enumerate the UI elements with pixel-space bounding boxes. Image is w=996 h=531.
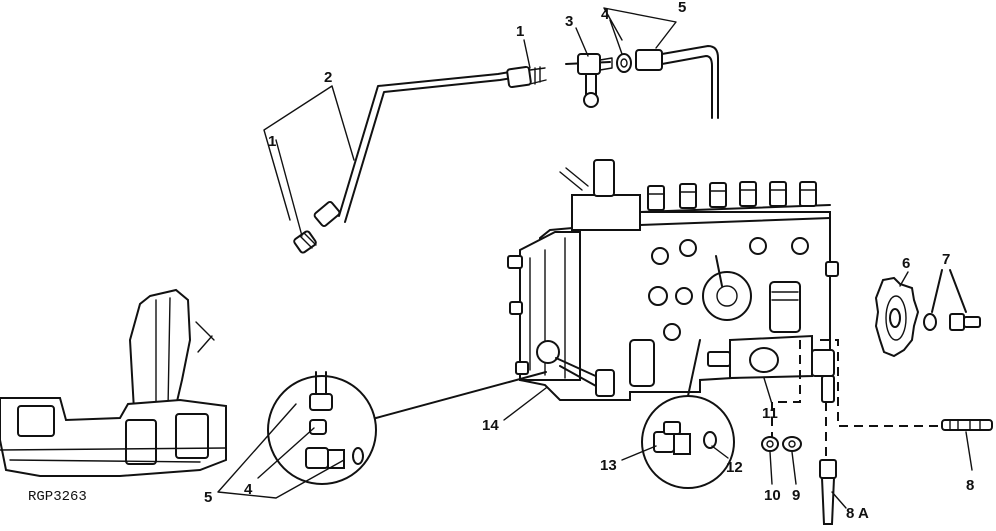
- return-line-part-5: [635, 45, 719, 119]
- pipe-part-8: [941, 419, 993, 431]
- engine-block-outline: [0, 288, 227, 477]
- callout-8: 8: [966, 477, 974, 494]
- callout-1-left: 1: [268, 133, 276, 150]
- callout-7: 7: [942, 251, 950, 268]
- callout-11: 11: [762, 405, 778, 422]
- callout-3: 3: [565, 13, 573, 30]
- callout-5-top: 5: [678, 0, 686, 16]
- hose-part-8a: [819, 459, 837, 525]
- figure-code: RGP3263: [28, 489, 87, 505]
- callout-8a: 8 A: [846, 505, 869, 522]
- washer-and-bolt-part-7: [923, 269, 981, 331]
- callout-13: 13: [600, 457, 617, 474]
- callout-4-bottom: 4: [244, 481, 253, 498]
- callout-6: 6: [902, 255, 910, 272]
- injection-pump-body: [507, 159, 839, 403]
- callout-10: 10: [764, 487, 781, 504]
- delivery-valve-holders: [647, 181, 817, 211]
- detail-circle-fitting: [641, 339, 735, 489]
- callout-12: 12: [726, 459, 743, 476]
- washer-part-4-top: [616, 53, 632, 73]
- detail-circle-inlet: [267, 371, 547, 485]
- dashed-connection-lines: [771, 339, 944, 462]
- callout-4-top: 4: [601, 6, 610, 23]
- drive-gear-part-6: [874, 276, 920, 358]
- callout-2: 2: [324, 69, 332, 86]
- fuel-line-upper: [293, 65, 547, 254]
- leak-off-tee-part-3: [565, 53, 613, 108]
- callout-9: 9: [792, 487, 800, 504]
- callout-14: 14: [482, 417, 499, 434]
- callout-1-top: 1: [516, 23, 524, 40]
- callout-5-bottom: 5: [204, 489, 212, 506]
- callout-labels: 1 2 3 4 5 1 6 7 14 11 13 12 10 9 8 8 A 5…: [204, 0, 974, 522]
- leader-lines: [217, 7, 973, 509]
- washers-part-9-10: [761, 436, 802, 452]
